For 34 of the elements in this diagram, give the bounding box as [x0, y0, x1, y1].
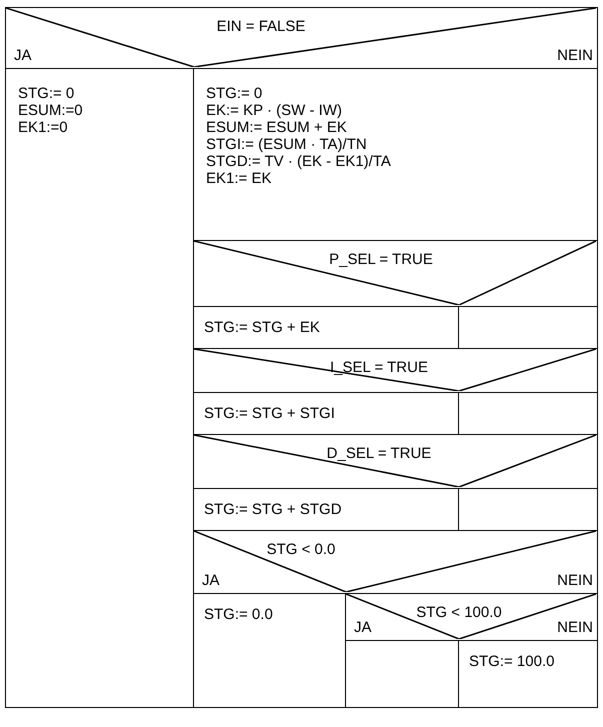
- process-block: [458, 640, 598, 708]
- statement-text: STGI:= (ESUM · TA)/TN: [206, 136, 368, 153]
- branch-label: JA: [354, 619, 372, 636]
- process-block: [5, 68, 194, 708]
- statement-text: STG:= 100.0: [469, 653, 554, 670]
- branch-label: JA: [14, 47, 32, 64]
- decision-block: [193, 530, 598, 594]
- statement-text: EK1:= EK: [206, 170, 272, 187]
- statement-text: EK1:=0: [18, 119, 69, 136]
- statement-text: STG:= STG + EK: [204, 319, 320, 336]
- condition-text: STG < 0.0: [266, 541, 336, 558]
- statement-text: STG:= 0: [18, 85, 76, 102]
- branch-label: NEIN: [557, 47, 593, 64]
- decision-block: [193, 434, 598, 489]
- statement-text: STG:= STG + STGI: [204, 405, 335, 422]
- branch-label: NEIN: [557, 572, 593, 589]
- branch-label: NEIN: [557, 619, 593, 636]
- statement-text: STGD:= TV · (EK - EK1)/TA: [206, 153, 391, 170]
- decision-block: [5, 7, 598, 69]
- statement-text: ESUM:=0: [18, 102, 83, 119]
- condition-text: STG < 100.0: [416, 604, 502, 621]
- decision-block: [345, 593, 598, 641]
- statement-text: STG:= 0: [206, 85, 264, 102]
- statement-text: STG:= STG + STGD: [204, 501, 342, 518]
- branch-label: JA: [202, 572, 220, 589]
- statement-text: ESUM:= ESUM + EK: [206, 119, 348, 136]
- decision-block: [193, 240, 598, 307]
- condition-text: P_SEL = TRUE: [329, 251, 433, 268]
- statement-text: EK:= KP · (SW - IW): [206, 102, 343, 119]
- condition-text: I_SEL = TRUE: [330, 359, 428, 376]
- decision-block: [193, 348, 598, 393]
- statement-text: STG:= 0.0: [204, 606, 273, 623]
- condition-text: D_SEL = TRUE: [326, 445, 432, 462]
- condition-text: EIN = FALSE: [216, 18, 306, 35]
